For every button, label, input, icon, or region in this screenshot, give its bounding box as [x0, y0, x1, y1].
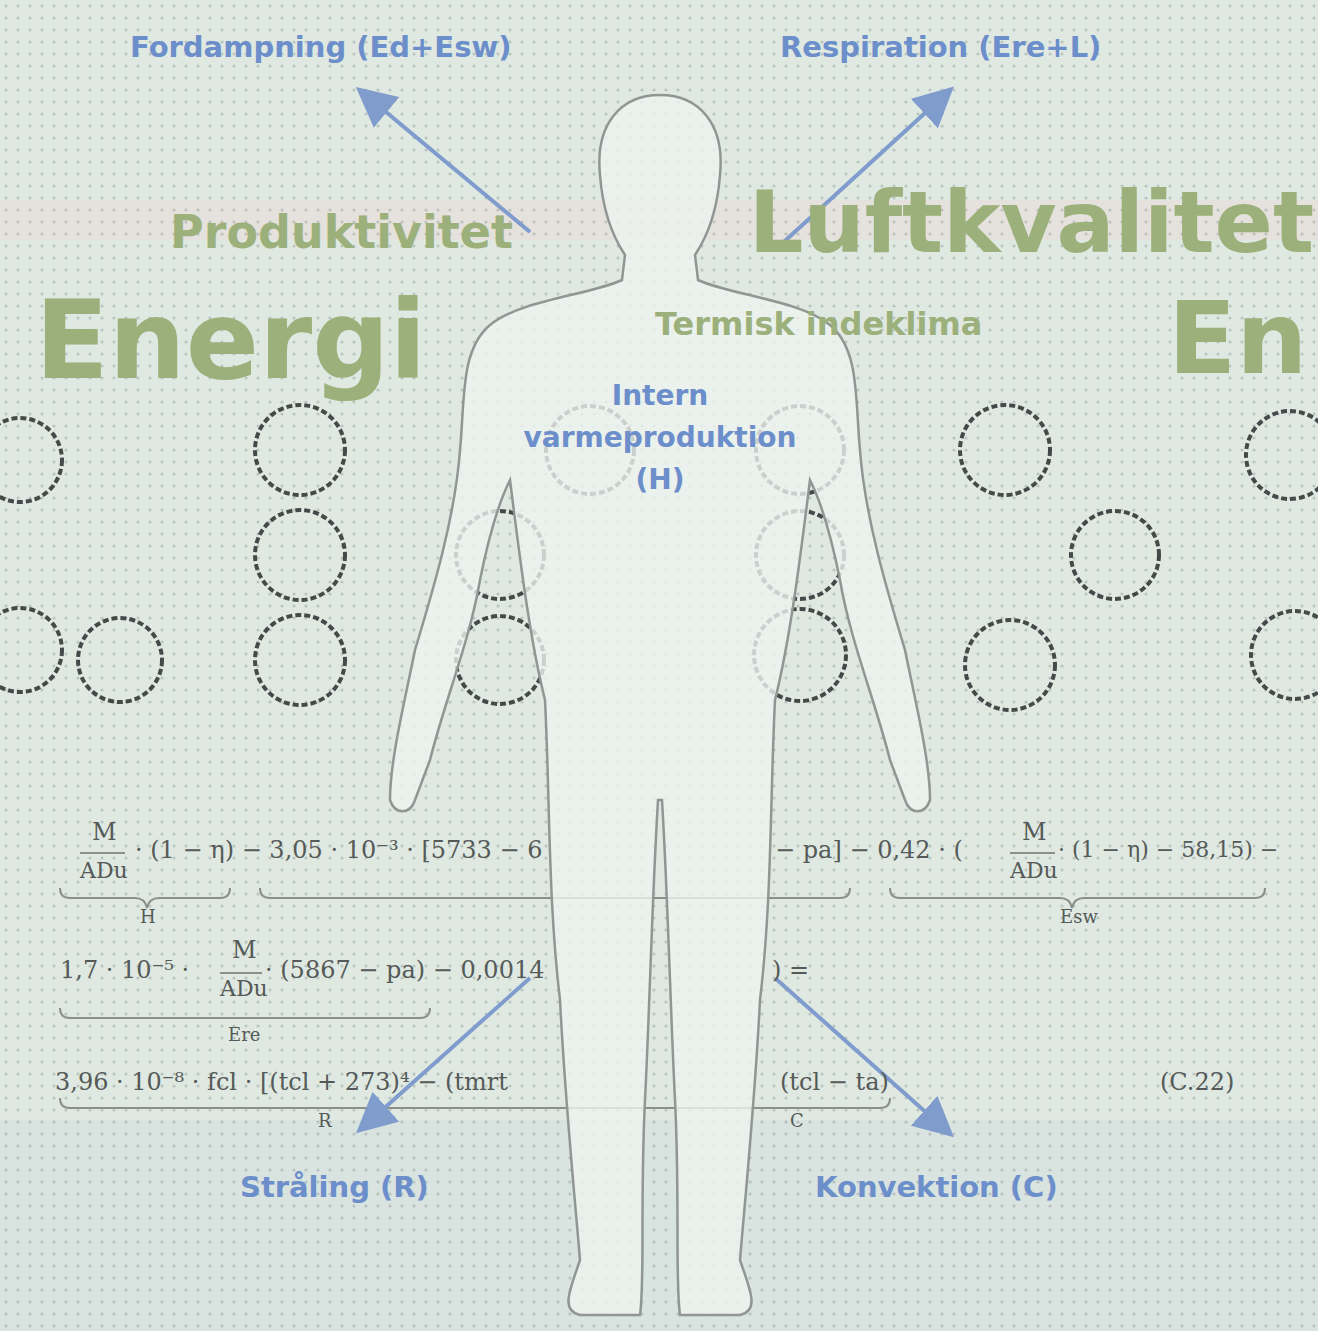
- heat-flow-label: Stråling (R): [240, 1170, 429, 1204]
- formula-term: M: [1022, 818, 1047, 846]
- formula-term: 1,7 · 10⁻⁵ ·: [60, 956, 189, 984]
- formula-term: · (5867 − pa) − 0,0014: [265, 956, 544, 984]
- formula-term: Esw: [1060, 906, 1098, 927]
- heat-flow-label: Respiration (Ere+L): [780, 30, 1101, 64]
- formula-term: 3,96 · 10⁻⁸ · fcl · [(tcl + 273)⁴ − (tmr…: [55, 1068, 508, 1096]
- formula-term: (C.22): [1160, 1068, 1234, 1096]
- formula-term: H: [140, 906, 156, 927]
- formula-term: Ere: [228, 1024, 260, 1045]
- watermark-word: Produktivitet: [170, 205, 513, 259]
- formula-term: − pa] − 0,42 · (: [775, 836, 963, 864]
- formula-term: C: [790, 1110, 804, 1131]
- formula-term: M: [232, 936, 257, 964]
- formula-term: (tcl − ta): [780, 1068, 889, 1096]
- human-silhouette: Intern varmeproduktion (H): [360, 90, 960, 1325]
- formula-term: ADu: [80, 858, 128, 883]
- watermark-word: En: [1168, 280, 1308, 397]
- flow-arrow: [775, 978, 948, 1132]
- formula-term: · (1 − η) − 3,05 · 10⁻³ · [5733 − 6: [135, 836, 542, 864]
- watermark-word: Energi: [35, 278, 427, 403]
- node-text: Intern varmeproduktion (H): [510, 375, 810, 501]
- formula-term: ) =: [772, 956, 809, 984]
- watermark-word: Termisk indeklima: [655, 305, 982, 343]
- formula-term: ADu: [1010, 858, 1058, 883]
- flow-arrow: [362, 978, 530, 1128]
- watermark-word: Luftkvalitet: [749, 172, 1314, 272]
- formula-term: R: [318, 1110, 332, 1131]
- formula-term: M: [92, 818, 117, 846]
- heat-flow-label: Fordampning (Ed+Esw): [130, 30, 512, 64]
- formula-term: · (1 − η) − 58,15) −: [1058, 837, 1278, 862]
- heat-flow-label: Konvektion (C): [815, 1170, 1058, 1204]
- formula-term: ADu: [220, 976, 268, 1001]
- silhouette-outline: [360, 90, 960, 1325]
